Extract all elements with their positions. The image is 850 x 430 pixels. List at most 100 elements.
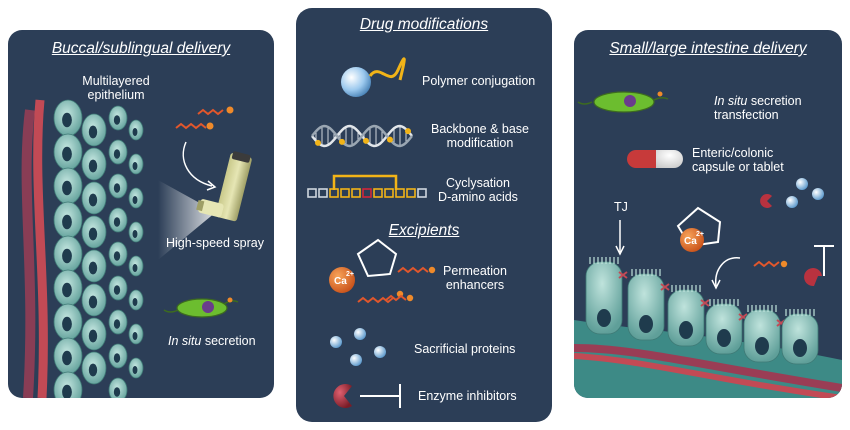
cell-nucleus bbox=[132, 366, 138, 374]
spray-label: High-speed spray bbox=[166, 236, 264, 250]
cell-nucleus bbox=[62, 316, 72, 332]
cell-nucleus bbox=[132, 196, 138, 204]
capsule-icon bbox=[627, 150, 683, 168]
cell-nucleus bbox=[113, 115, 121, 125]
cell-nucleus bbox=[717, 329, 731, 347]
in-situ-transfection-label: In situ secretion transfection bbox=[714, 94, 802, 122]
epithelial-cells bbox=[53, 99, 144, 398]
cell-nucleus bbox=[88, 125, 98, 139]
modified-base bbox=[339, 138, 345, 145]
peptide-icon bbox=[175, 122, 207, 130]
amino-acid-residue bbox=[362, 188, 372, 198]
cell-nucleus bbox=[639, 315, 653, 333]
cell-nucleus bbox=[793, 339, 807, 357]
panel-title-buccal: Buccal/sublingual delivery bbox=[51, 40, 231, 57]
cell-nucleus bbox=[62, 282, 72, 298]
cyclisation-bridge bbox=[332, 174, 398, 190]
polymer-conjugation-label: Polymer conjugation bbox=[422, 74, 536, 88]
amino-acid-residue bbox=[318, 188, 328, 198]
buccal-sublingual-panel: Buccal/sublingual delivery bbox=[8, 30, 274, 398]
cell-nucleus bbox=[132, 298, 138, 306]
modified-base bbox=[315, 139, 321, 146]
cell-nucleus bbox=[113, 183, 121, 193]
epithelium-label: Multilayered epithelium bbox=[82, 74, 150, 102]
amino-acid-residue bbox=[395, 188, 405, 198]
cell-nucleus bbox=[88, 193, 98, 207]
dna-helix-icon bbox=[311, 124, 413, 148]
amino-acid-residue bbox=[351, 188, 361, 198]
cell-nucleus bbox=[62, 384, 72, 398]
cell-nucleus bbox=[113, 353, 121, 363]
intestine-panel: Small/large intestine delivery bbox=[574, 30, 842, 398]
blood-vessel bbox=[574, 353, 842, 398]
sacrificial-proteins-label: Sacrificial proteins bbox=[414, 342, 516, 356]
tight-junction-icon bbox=[618, 271, 628, 279]
enterocyte bbox=[743, 309, 781, 363]
drug-modifications-panel: Drug modifications bbox=[296, 8, 552, 422]
tj-label: TJ bbox=[614, 200, 628, 214]
permeation-enhancer-icon bbox=[356, 238, 436, 304]
cell-nucleus bbox=[88, 329, 98, 343]
intestine-illustration: Ca 2+ bbox=[574, 91, 842, 398]
modified-base bbox=[387, 136, 393, 143]
spray-cone bbox=[158, 180, 216, 260]
panel-title-intestine: Small/large intestine delivery bbox=[609, 40, 807, 57]
cell-nucleus bbox=[88, 227, 98, 241]
amino-acid-residue bbox=[373, 188, 383, 198]
tight-junction-icon bbox=[700, 299, 710, 307]
cell-nucleus bbox=[597, 309, 611, 327]
calcium-ion-icon: Ca 2+ bbox=[680, 228, 704, 252]
cell-nucleus bbox=[132, 128, 138, 136]
amino-acid-residue bbox=[406, 188, 416, 198]
polymer-sphere-icon bbox=[341, 67, 371, 97]
svg-text:2+: 2+ bbox=[346, 271, 354, 278]
amino-acid-residue bbox=[340, 188, 350, 198]
bacterium-icon bbox=[163, 297, 239, 318]
amino-acid-residue bbox=[329, 188, 339, 198]
in-situ-secretion-label: In situ secretion bbox=[168, 334, 256, 348]
modified-base bbox=[405, 128, 411, 135]
svg-text:Ca: Ca bbox=[334, 276, 347, 287]
intestinal-epithelial-cells bbox=[585, 257, 819, 365]
cell-nucleus bbox=[755, 337, 769, 355]
cell-nucleus bbox=[113, 251, 121, 261]
cell-nucleus bbox=[62, 180, 72, 196]
cell-nucleus bbox=[62, 350, 72, 366]
cell-nucleus bbox=[88, 295, 98, 309]
amino-acid-residue bbox=[417, 188, 427, 198]
blood-vessel bbox=[33, 99, 48, 398]
cell-nucleus bbox=[132, 264, 138, 272]
cell-nucleus bbox=[113, 285, 121, 295]
cyclic-peptide-icon bbox=[307, 174, 427, 198]
enzyme-inhibitor-icon bbox=[804, 245, 834, 287]
capsule-label: Enteric/colonic capsule or tablet bbox=[692, 146, 784, 174]
panel-title-drug-modifications: Drug modifications bbox=[359, 16, 489, 33]
cell-nucleus bbox=[113, 319, 121, 329]
cell-nucleus bbox=[132, 332, 138, 340]
inhaler-icon bbox=[196, 151, 252, 222]
svg-text:Ca: Ca bbox=[684, 236, 697, 247]
cell-nucleus bbox=[62, 214, 72, 230]
cell-nucleus bbox=[132, 230, 138, 238]
cyclisation-label: Cyclysation D-amino acids bbox=[438, 176, 518, 204]
modified-base bbox=[363, 137, 369, 144]
peptide-icon bbox=[197, 108, 224, 116]
permeation-enhancers-label: Permeation enhancers bbox=[443, 264, 507, 292]
sacrificial-protein-icons bbox=[330, 328, 386, 366]
bacterium-icon bbox=[577, 91, 669, 113]
helix-strand bbox=[311, 124, 413, 148]
cell-nucleus bbox=[679, 321, 693, 339]
enterocyte bbox=[667, 289, 705, 347]
calcium-ion-icon: Ca 2+ bbox=[329, 267, 355, 293]
blood-vessel bbox=[21, 109, 36, 398]
cell-nucleus bbox=[113, 149, 121, 159]
backbone-modification-label: Backbone & base modification bbox=[431, 122, 529, 150]
cell-nucleus bbox=[62, 112, 72, 128]
buccal-illustration bbox=[21, 99, 252, 398]
excipients-title: Excipients bbox=[388, 222, 460, 239]
peptide-end-icon bbox=[206, 122, 214, 130]
cell-nucleus bbox=[88, 363, 98, 377]
cell-nucleus bbox=[62, 248, 72, 264]
cell-nucleus bbox=[113, 217, 121, 227]
enzyme-inhibitor-icon bbox=[333, 384, 401, 409]
